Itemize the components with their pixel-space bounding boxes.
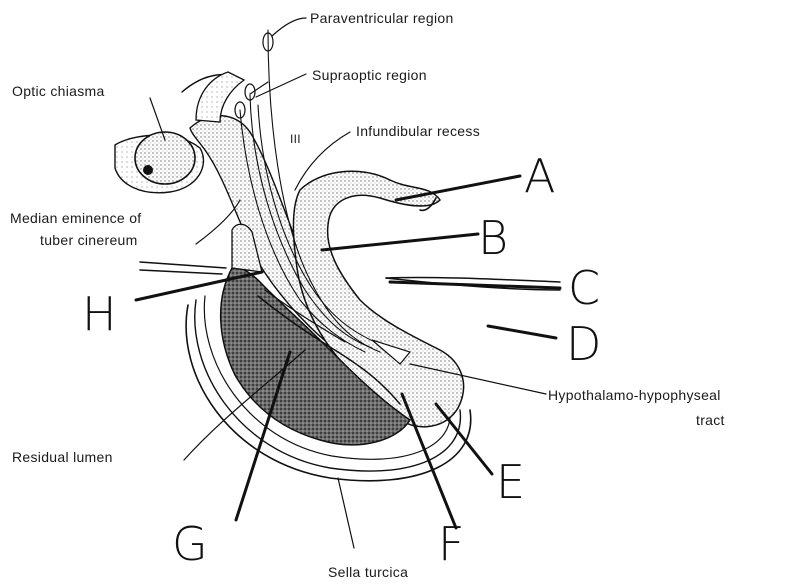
paraventricular-label: Paraventricular region (310, 10, 454, 26)
letter-h: H (82, 287, 117, 341)
letter-d: D (566, 317, 601, 371)
median-eminence-label-line1: Median eminence of (10, 210, 141, 226)
infundibular-recess-label: Infundibular recess (356, 123, 480, 139)
letter-f: F (438, 517, 464, 571)
residual-lumen-label: Residual lumen (12, 449, 113, 465)
supraoptic-label: Supraoptic region (312, 67, 427, 83)
letter-g: G (172, 517, 208, 571)
letter-e: E (496, 455, 525, 509)
optic-chiasma-label: Optic chiasma (12, 83, 105, 99)
letter-b: B (478, 211, 508, 265)
letter-a: A (524, 149, 555, 203)
median-eminence-label-line2: tuber cinereum (40, 232, 138, 248)
tract-label-line1: Hypothalamo-hypophyseal (548, 387, 721, 403)
tract-label-line2: tract (696, 412, 725, 428)
sella-turcica-label: Sella turcica (328, 564, 408, 580)
third-ventricle-label: III (290, 132, 301, 146)
letter-c: C (568, 261, 600, 315)
